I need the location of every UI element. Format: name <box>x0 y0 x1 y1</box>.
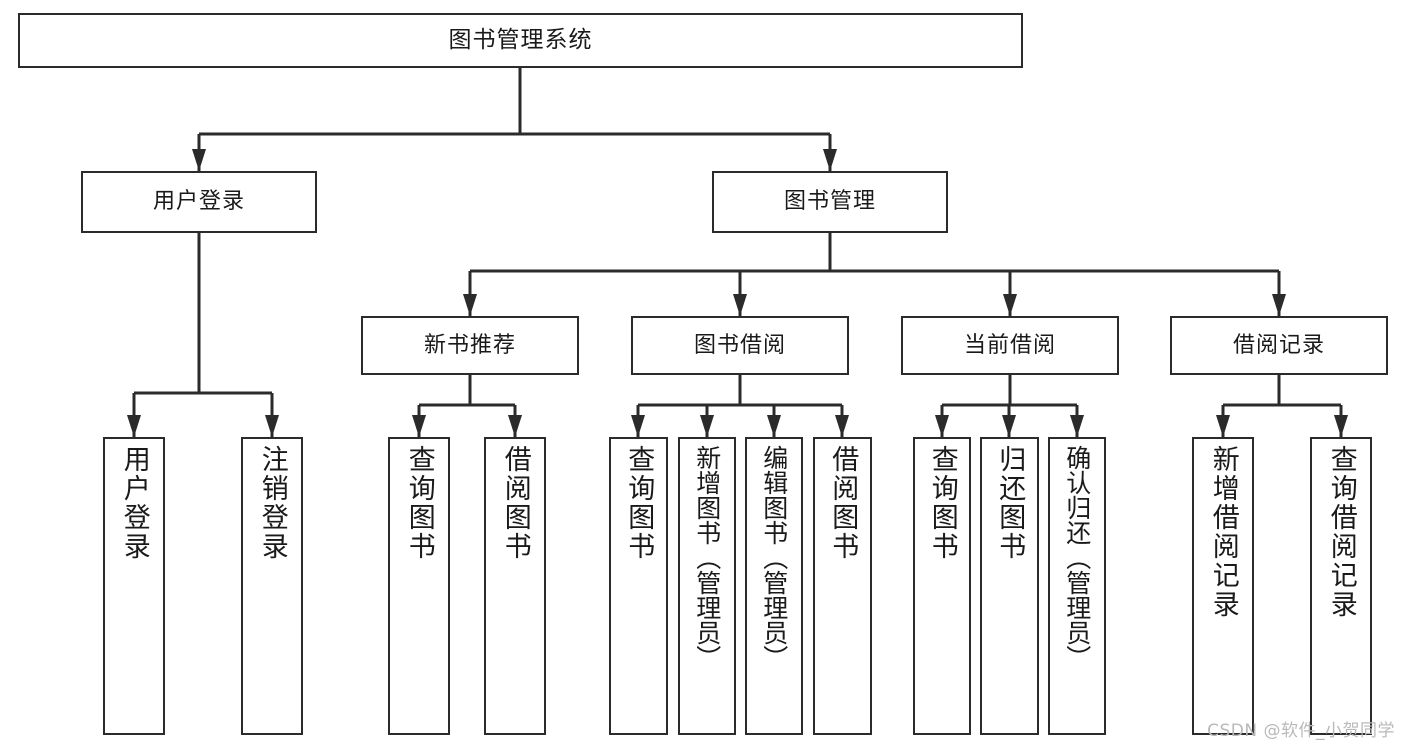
node-new-book-recommend[interactable]: 新书推荐 <box>361 316 579 375</box>
node-leaf-query-book-1[interactable]: 查询图书 <box>388 437 450 735</box>
arrow-head-leaf-add-borrow-record <box>1216 415 1230 437</box>
arrow-head-leaf-query-borrow-record <box>1334 415 1348 437</box>
node-leaf-add-book-admin[interactable]: 新增图书（管理员） <box>678 437 736 735</box>
node-label-root: 图书管理系统 <box>448 26 593 53</box>
node-leaf-query-book-3[interactable]: 查询图书 <box>913 437 971 735</box>
node-label-current-borrow: 当前借阅 <box>963 332 1056 358</box>
node-leaf-logout-login[interactable]: 注销登录 <box>241 437 303 735</box>
node-label-leaf-edit-book-admin: 编辑图书（管理员） <box>759 445 789 670</box>
arrow-head-leaf-confirm-return-admin <box>1070 415 1084 437</box>
node-label-leaf-query-book-2: 查询图书 <box>623 445 655 561</box>
arrow-head-leaf-borrow-book-1 <box>508 415 522 437</box>
arrow-head-leaf-add-book-admin <box>700 415 714 437</box>
node-book-borrow[interactable]: 图书借阅 <box>631 316 849 375</box>
node-label-leaf-query-book-3: 查询图书 <box>926 445 958 561</box>
node-leaf-query-book-2[interactable]: 查询图书 <box>609 437 668 735</box>
arrow-head-leaf-return-book <box>1002 415 1016 437</box>
node-current-borrow[interactable]: 当前借阅 <box>901 316 1119 375</box>
node-leaf-add-borrow-record[interactable]: 新增借阅记录 <box>1192 437 1254 735</box>
node-label-book-manage: 图书管理 <box>783 189 876 215</box>
node-label-leaf-logout-login: 注销登录 <box>256 445 288 561</box>
node-root[interactable]: 图书管理系统 <box>18 13 1023 68</box>
node-borrow-record[interactable]: 借阅记录 <box>1170 316 1388 375</box>
node-book-manage[interactable]: 图书管理 <box>712 171 948 233</box>
arrow-head-book-borrow <box>733 294 747 316</box>
arrow-head-book-manage <box>823 149 837 171</box>
arrow-head-user-login <box>192 149 206 171</box>
node-label-borrow-record: 借阅记录 <box>1232 332 1325 358</box>
node-label-leaf-add-book-admin: 新增图书（管理员） <box>692 445 722 670</box>
node-label-leaf-add-borrow-record: 新增借阅记录 <box>1207 445 1239 619</box>
node-label-leaf-borrow-book-1: 借阅图书 <box>499 445 531 561</box>
arrow-head-leaf-user-login <box>127 415 141 437</box>
watermark: CSDN @软件_小贺同学 <box>1207 721 1395 741</box>
arrow-head-borrow-record <box>1272 294 1286 316</box>
node-leaf-edit-book-admin[interactable]: 编辑图书（管理员） <box>745 437 803 735</box>
arrow-head-leaf-borrow-book-2 <box>835 415 849 437</box>
node-leaf-borrow-book-2[interactable]: 借阅图书 <box>813 437 872 735</box>
arrow-head-leaf-query-book-3 <box>935 415 949 437</box>
arrow-head-leaf-logout-login <box>265 415 279 437</box>
arrow-head-new-book-recommend <box>463 294 477 316</box>
node-label-leaf-borrow-book-2: 借阅图书 <box>827 445 859 561</box>
arrow-head-leaf-query-book-2 <box>631 415 645 437</box>
node-leaf-borrow-book-1[interactable]: 借阅图书 <box>484 437 546 735</box>
node-leaf-query-borrow-record[interactable]: 查询借阅记录 <box>1310 437 1372 735</box>
node-label-leaf-return-book: 归还图书 <box>994 445 1026 561</box>
node-label-new-book-recommend: 新书推荐 <box>423 332 516 358</box>
node-user-login[interactable]: 用户登录 <box>81 171 317 233</box>
arrow-head-leaf-query-book-1 <box>412 415 426 437</box>
node-label-leaf-user-login: 用户登录 <box>118 445 150 561</box>
node-label-leaf-query-book-1: 查询图书 <box>403 445 435 561</box>
node-label-book-borrow: 图书借阅 <box>693 332 786 358</box>
arrow-head-current-borrow <box>1003 294 1017 316</box>
node-label-leaf-confirm-return-admin: 确认归还（管理员） <box>1062 445 1092 670</box>
node-leaf-return-book[interactable]: 归还图书 <box>980 437 1039 735</box>
node-leaf-user-login[interactable]: 用户登录 <box>103 437 165 735</box>
node-label-leaf-query-borrow-record: 查询借阅记录 <box>1325 445 1357 619</box>
node-leaf-confirm-return-admin[interactable]: 确认归还（管理员） <box>1048 437 1106 735</box>
node-label-user-login: 用户登录 <box>152 189 245 215</box>
arrow-head-leaf-edit-book-admin <box>767 415 781 437</box>
